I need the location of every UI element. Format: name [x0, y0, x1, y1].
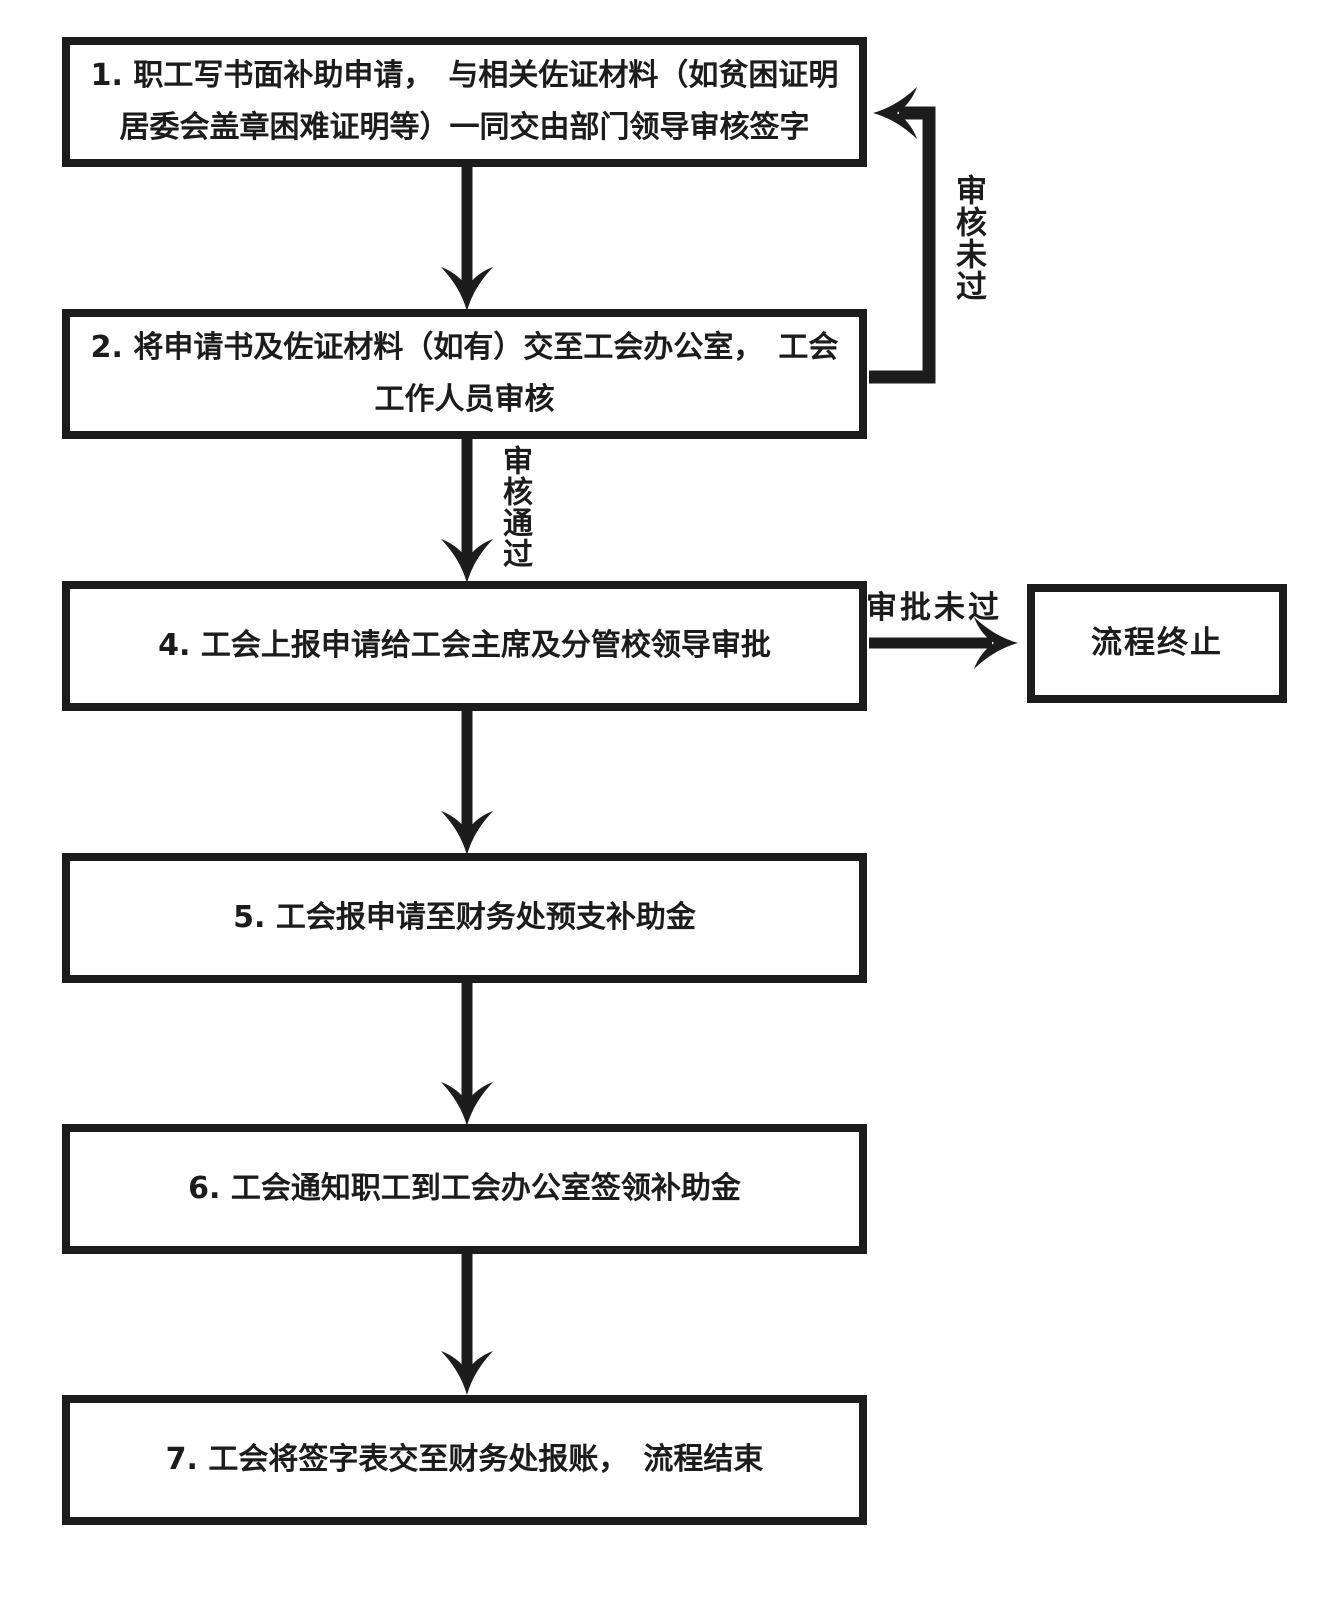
- step-1-text: 1. 职工写书面补助申请， 与相关佐证材料（如贫困证明居委会盖章困难证明等）一同…: [90, 58, 839, 145]
- arrow-step2-back-to-step1: [869, 106, 936, 384]
- step-7-text: 7. 工会将签字表交至财务处报账， 流程结束: [165, 1442, 764, 1478]
- edge-label-review-passed: 审核通过: [497, 445, 532, 569]
- step-box-1: 1. 职工写书面补助申请， 与相关佐证材料（如贫困证明居委会盖章困难证明等）一同…: [62, 37, 867, 167]
- step-box-4: 4. 工会上报申请给工会主席及分管校领导审批: [62, 581, 867, 711]
- step-box-5: 5. 工会报申请至财务处预支补助金: [62, 853, 867, 983]
- step-box-2: 2. 将申请书及佐证材料（如有）交至工会办公室， 工会工作人员审核: [62, 309, 867, 439]
- step-5-text: 5. 工会报申请至财务处预支补助金: [233, 900, 696, 936]
- step-2-text: 2. 将申请书及佐证材料（如有）交至工会办公室， 工会工作人员审核: [90, 330, 839, 417]
- terminate-text: 流程终止: [1091, 624, 1223, 661]
- step-box-6: 6. 工会通知职工到工会办公室签领补助金: [62, 1124, 867, 1254]
- arrow-shafts: [461, 163, 992, 1371]
- step-4-text: 4. 工会上报申请给工会主席及分管校领导审批: [158, 628, 771, 664]
- step-box-7: 7. 工会将签字表交至财务处报账， 流程结束: [62, 1395, 867, 1525]
- step-6-text: 6. 工会通知职工到工会办公室签领补助金: [188, 1171, 741, 1207]
- edge-label-approval-failed: 审批未过: [866, 590, 1002, 626]
- terminate-box: 流程终止: [1027, 584, 1287, 703]
- edge-label-review-failed: 审核未过: [950, 174, 986, 302]
